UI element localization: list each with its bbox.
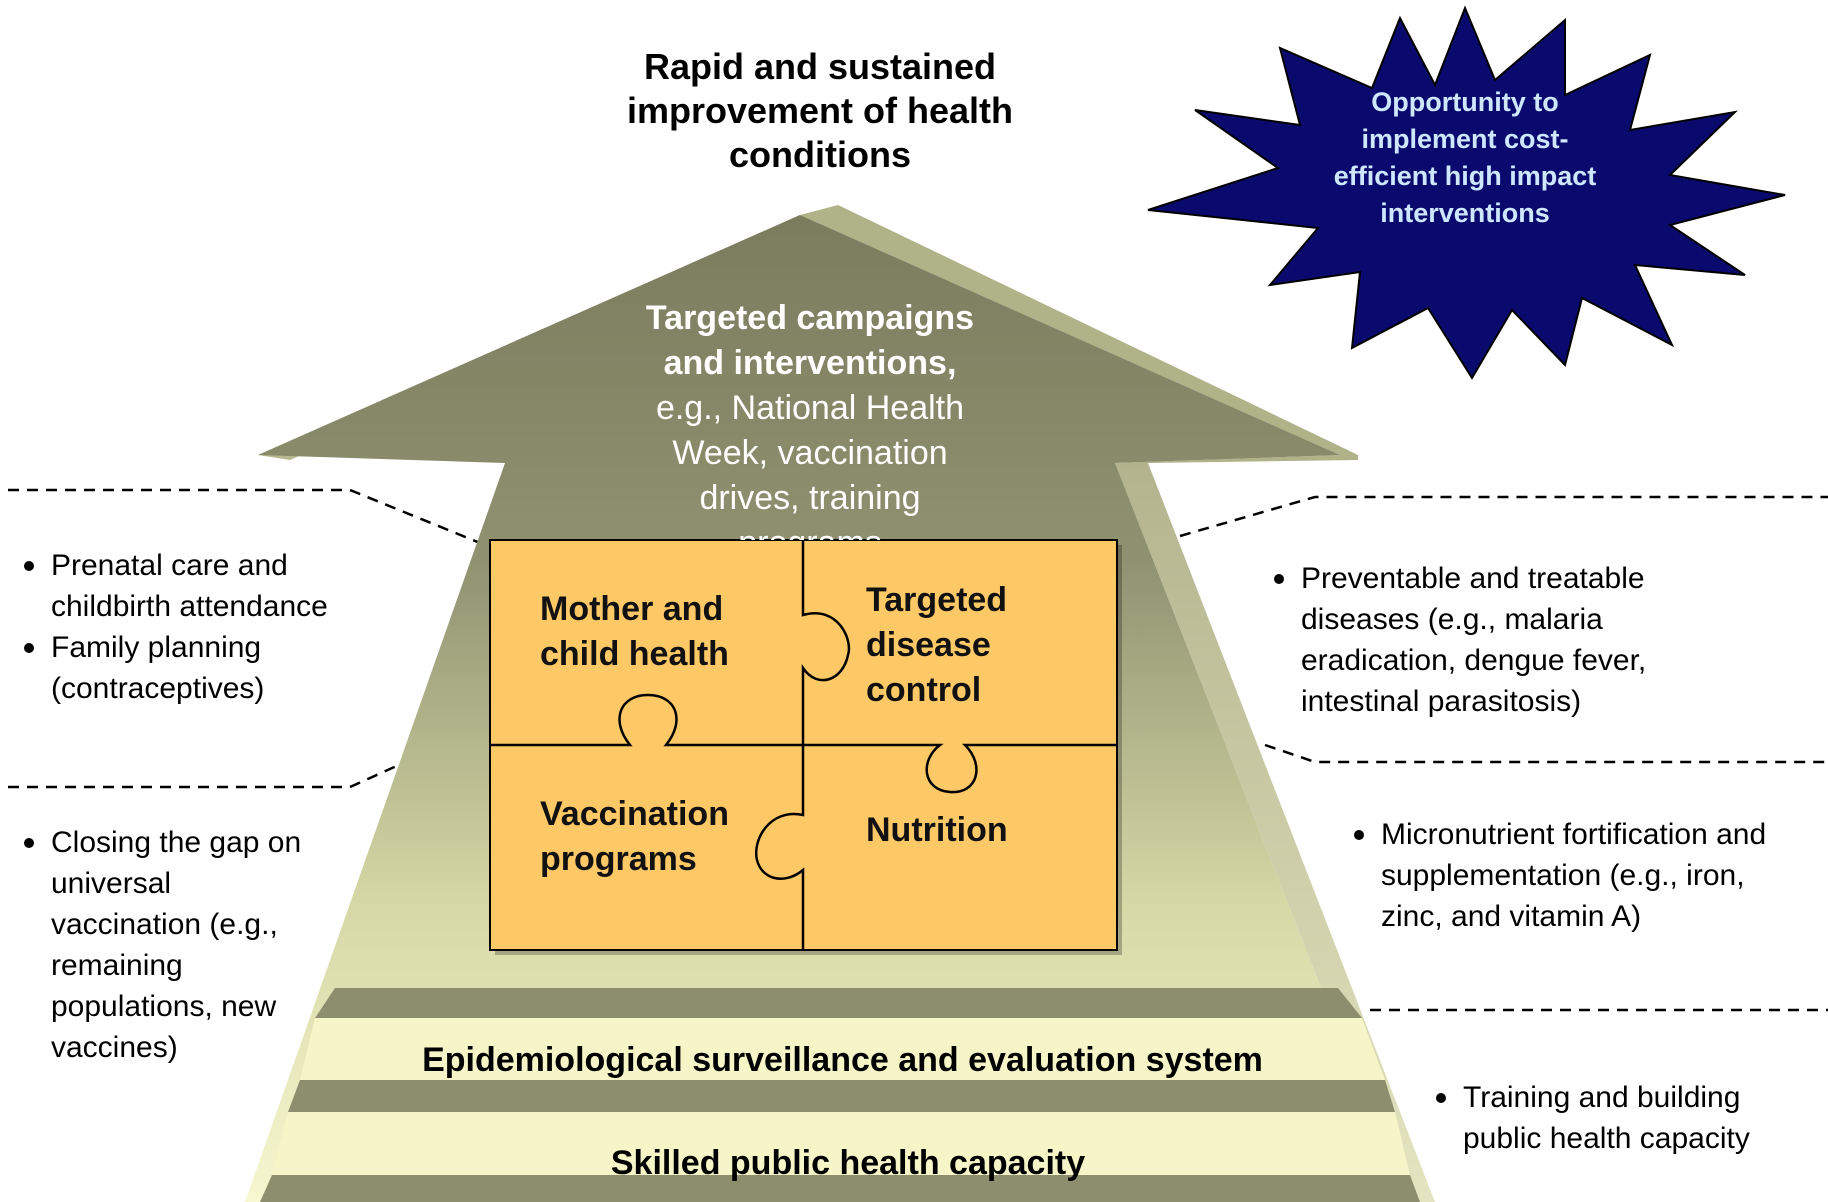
piece-line: control: [866, 671, 982, 709]
starburst-line: efficient high impact: [1333, 161, 1597, 191]
note-item: Micronutrient fortification and suppleme…: [1348, 814, 1808, 937]
note-item: Closing the gap on universal vaccination…: [18, 822, 308, 1068]
right-notes-nutrition: Micronutrient fortification and suppleme…: [1348, 814, 1808, 937]
arrow-heading-line: Targeted campaigns: [645, 299, 975, 337]
note-item: Family planning (contraceptives): [18, 627, 338, 709]
piece-line: child health: [540, 635, 729, 673]
starburst-line: interventions: [1380, 198, 1550, 228]
foundation-step-surveillance: Epidemiological surveillance and evaluat…: [422, 1041, 1263, 1079]
note-item: Prenatal care and childbirth attendance: [18, 545, 338, 627]
starburst-line: implement cost-: [1361, 124, 1569, 154]
arrow-body-line: e.g., National Health: [655, 389, 965, 427]
foundation-steps: [260, 988, 1420, 1202]
note-item: Training and building public health capa…: [1430, 1077, 1810, 1159]
piece-mother-child: Mother and child health: [540, 587, 729, 677]
starburst-line: Opportunity to: [1371, 87, 1559, 117]
piece-nutrition: Nutrition: [866, 808, 1008, 853]
title-line: Rapid and sustained: [643, 46, 997, 87]
piece-line: Nutrition: [866, 811, 1008, 849]
connector-right-middle: [1264, 743, 1828, 764]
note-item: Preventable and treatable diseases (e.g.…: [1268, 558, 1738, 722]
arrow-text: Targeted campaigns and interventions, e.…: [590, 296, 1030, 546]
arrow-body-line: drives, training: [699, 479, 921, 517]
foundation-step-capacity: Skilled public health capacity: [610, 1144, 1086, 1182]
piece-line: disease: [866, 626, 991, 664]
connector-left-middle: [8, 758, 411, 789]
starburst-text: Opportunity to implement cost- efficient…: [1300, 84, 1630, 232]
starburst-shape: [1147, 5, 1786, 380]
piece-vaccination: Vaccination programs: [540, 792, 729, 882]
puzzle-overlay: [490, 540, 1117, 950]
piece-line: Targeted: [866, 581, 1008, 619]
piece-line: Vaccination: [540, 795, 729, 833]
piece-line: Mother and: [540, 590, 724, 628]
arrow-body-line: Week, vaccination: [672, 434, 948, 472]
left-notes-bottom: Closing the gap on universal vaccination…: [18, 822, 308, 1068]
left-notes-top: Prenatal care and childbirth attendance …: [18, 545, 338, 709]
right-notes-capacity: Training and building public health capa…: [1430, 1077, 1810, 1159]
piece-line: programs: [540, 840, 697, 878]
connector-right-top: [1179, 495, 1828, 538]
arrow-head-side: [800, 205, 1358, 463]
arrow-heading-line: and interventions,: [663, 344, 957, 382]
puzzle-cover: [490, 540, 1117, 950]
page-title: Rapid and sustained improvement of healt…: [560, 45, 1080, 177]
title-line: conditions: [729, 134, 911, 175]
dashed-connectors: [8, 488, 1828, 1012]
connector-left-top: [8, 488, 486, 547]
title-line: improvement of health: [626, 90, 1014, 131]
piece-disease-control: Targeted disease control: [866, 578, 1007, 713]
right-notes-disease: Preventable and treatable diseases (e.g.…: [1268, 558, 1738, 722]
